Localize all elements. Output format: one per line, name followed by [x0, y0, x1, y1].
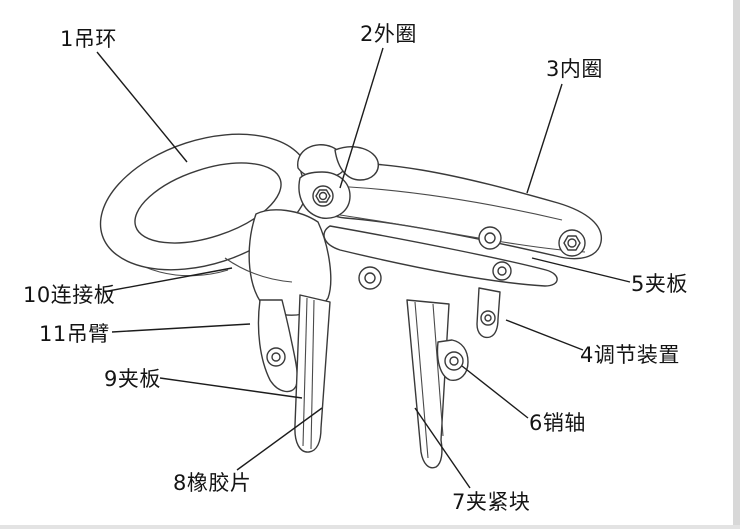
- leader-line-1: [96, 51, 188, 163]
- label-clamping-block: 7夹紧块: [452, 490, 531, 514]
- top-plate-outline: [299, 162, 603, 260]
- label-clamp-plate-right: 5夹板: [631, 272, 688, 296]
- label-clamp-plate-left: 9夹板: [104, 367, 161, 391]
- clamping-block-edge-line: [432, 303, 444, 437]
- leader-line-4: [505, 319, 584, 351]
- clevis-bracket: [297, 144, 379, 219]
- strap-bolt-inner: [497, 266, 507, 276]
- lower-strap: [323, 225, 558, 290]
- plate-bolt-inner: [484, 232, 496, 244]
- top-plate-inner-line: [331, 185, 563, 221]
- pin-shaft-inner: [449, 356, 459, 366]
- connecting-plate-edge: [224, 257, 293, 283]
- clamping-block-outline: [406, 299, 450, 469]
- center-jaw: [406, 299, 450, 469]
- scan-edge-right: [733, 0, 740, 529]
- label-pin-shaft: 6销轴: [529, 411, 586, 435]
- leader-line-9: [159, 377, 303, 399]
- leader-line-11: [111, 323, 251, 333]
- top-plate: [299, 162, 603, 260]
- adjuster-bolt-inner: [484, 314, 492, 322]
- end-bolt-inner: [567, 238, 577, 248]
- left-jaw: [294, 294, 331, 453]
- label-outer-ring: 2外圈: [360, 22, 417, 46]
- adjuster-link: [476, 287, 501, 339]
- leader-line-6: [461, 365, 529, 419]
- leader-line-8: [236, 407, 323, 471]
- top-plate-lower-line: [339, 214, 586, 253]
- clevis-bolt-inner: [318, 191, 328, 201]
- label-rubber-pad: 8橡胶片: [173, 471, 252, 495]
- label-hoist-arm: 11吊臂: [39, 322, 110, 346]
- ring-inner-ellipse: [134, 162, 282, 244]
- label-adjusting-device: 4调节装置: [580, 343, 680, 367]
- leader-line-2: [339, 47, 384, 189]
- arm-bolt-inner: [271, 352, 281, 362]
- leader-lines: [96, 47, 631, 489]
- leader-line-10: [102, 267, 233, 293]
- clevis-bolt-hex: [315, 189, 331, 203]
- leader-line-5: [531, 257, 631, 283]
- end-bolt-hex: [563, 235, 581, 251]
- label-inner-ring: 3内圈: [546, 57, 603, 81]
- label-hoist-ring: 1吊环: [60, 27, 117, 51]
- leader-line-7: [414, 407, 471, 489]
- rubber-pad-line: [310, 299, 315, 450]
- central-body-plate: [248, 209, 332, 316]
- clamping-block-face-line: [414, 301, 429, 459]
- label-connecting-plate: 10连接板: [23, 283, 116, 307]
- leader-line-3: [526, 83, 563, 194]
- scan-edge-bottom: [0, 525, 740, 529]
- pin-bracket: [436, 339, 469, 381]
- center-bolt-inner: [364, 272, 376, 284]
